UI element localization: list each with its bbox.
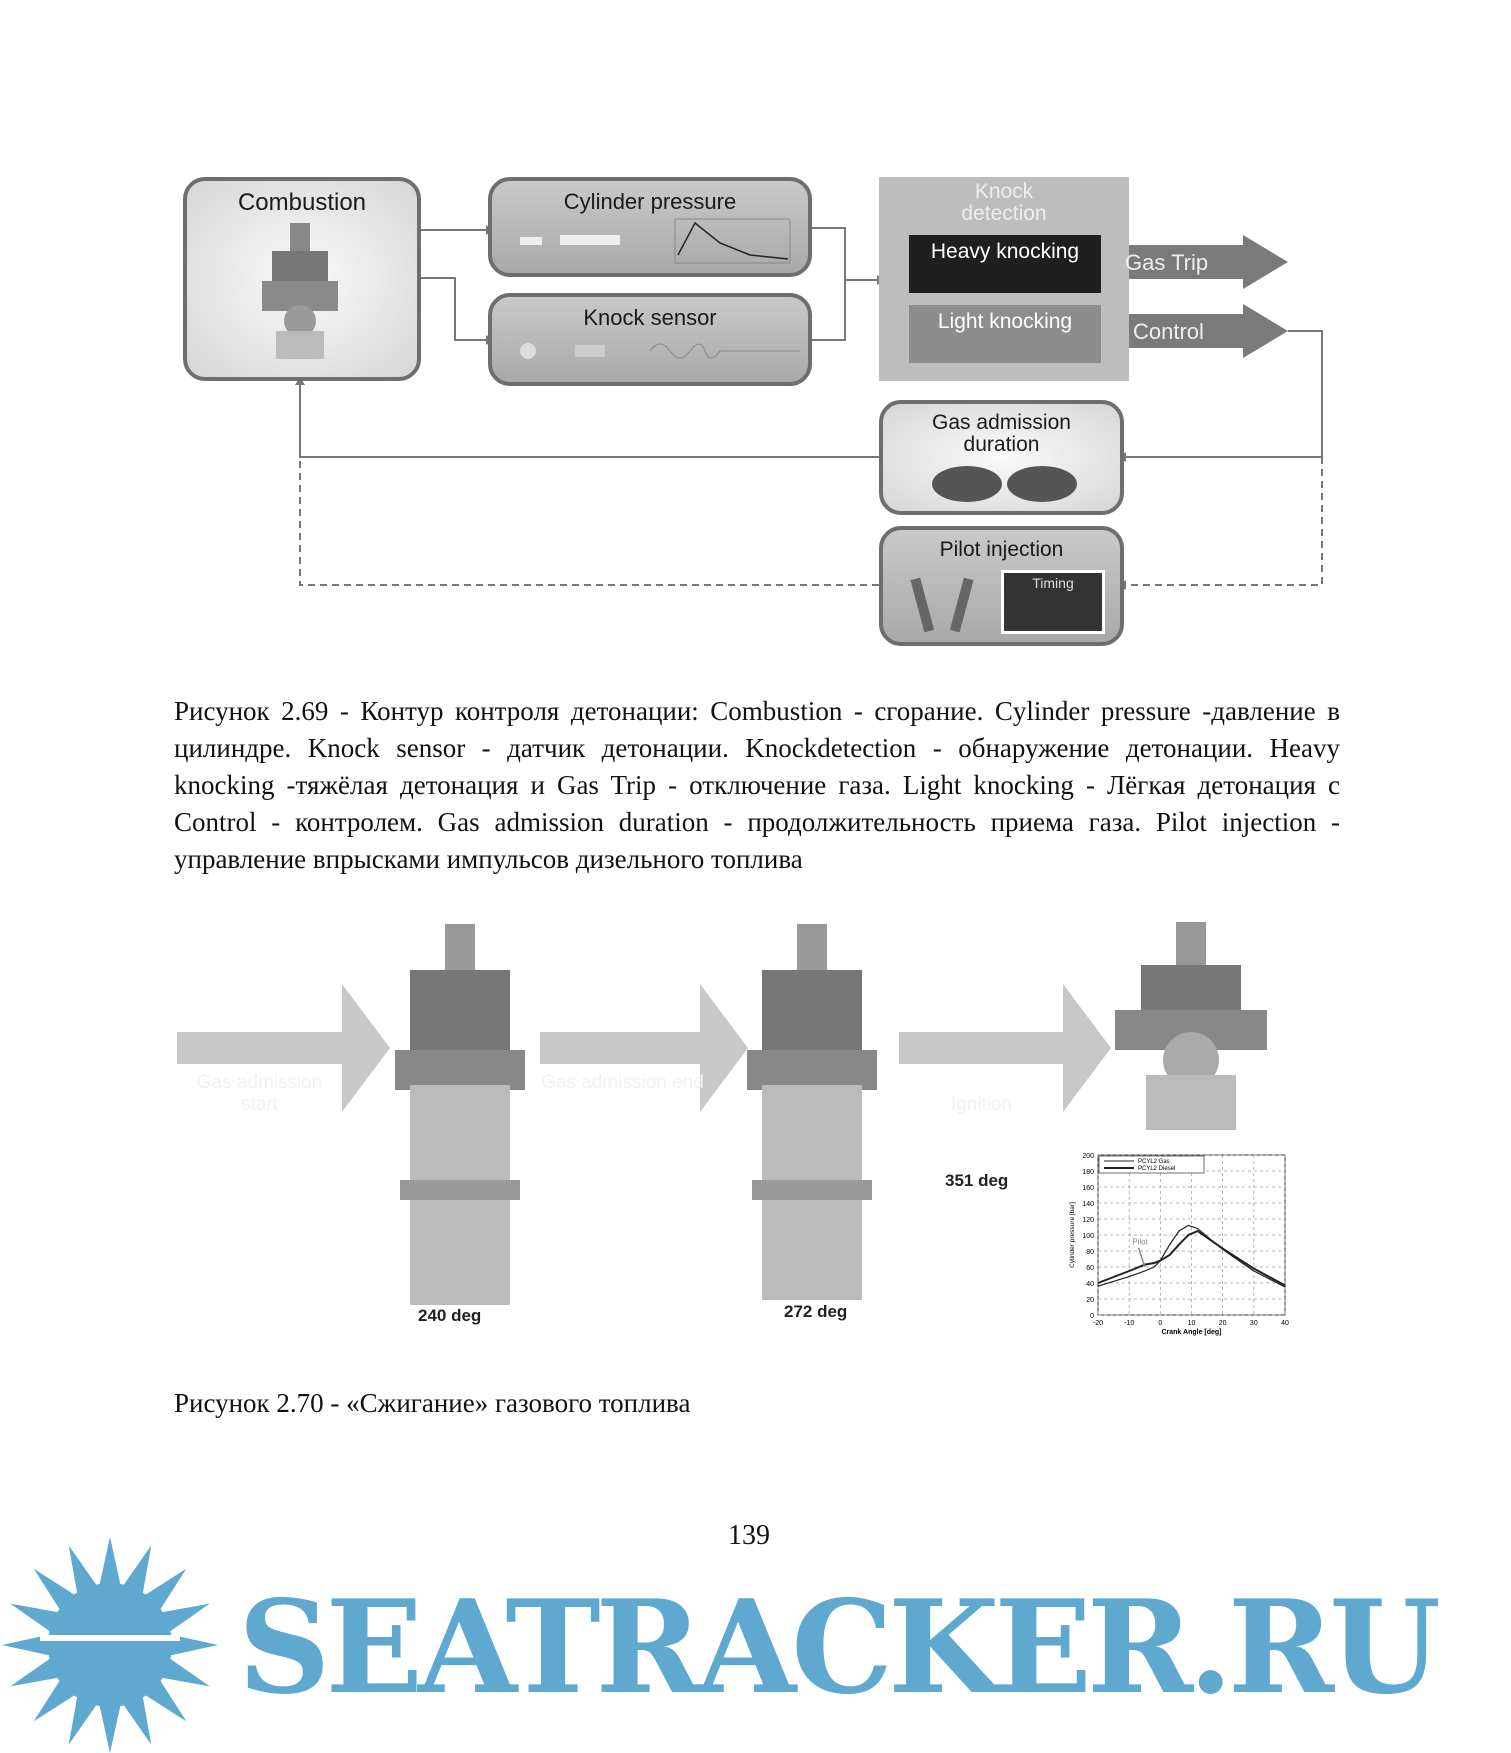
- x-tick-label: -10: [1124, 1320, 1134, 1327]
- y-tick-label: 100: [1082, 1233, 1094, 1240]
- y-tick-label: 80: [1086, 1249, 1094, 1256]
- y-tick-label: 140: [1082, 1201, 1094, 1208]
- y-axis-label: Cylinder pressure [bar]: [1069, 1202, 1076, 1268]
- cylinder-pressure-chart: 0 20 40 60 80 100 120 140 160 180 200 -20 -10 0 10 20 30…: [1069, 1153, 1289, 1336]
- gas-trip-arrow: [1103, 235, 1288, 289]
- x-axis-label: Crank Angle [deg]: [1161, 1329, 1221, 1336]
- arrow-ignition: [899, 984, 1111, 1112]
- deg-240-label: 240 deg: [418, 1306, 482, 1325]
- combustion-box: Combustion: [183, 177, 421, 381]
- pilot-injectors-icon: [910, 577, 974, 633]
- pressure-sensor-graph-icon: [520, 218, 791, 264]
- gas-valves-icon: [931, 466, 1077, 502]
- legend-label: PCYL2 Diesel: [1138, 1166, 1175, 1172]
- arrow2-text: Gas admission end: [541, 1072, 704, 1093]
- timing-label: Timing: [1032, 575, 1074, 591]
- control-label: Control: [1133, 319, 1204, 344]
- y-tick-label: 40: [1086, 1281, 1094, 1288]
- control-arrow: [1103, 304, 1288, 358]
- x-tick-label: 10: [1188, 1320, 1196, 1327]
- watermark: SEATRACKER.RU: [238, 1573, 1441, 1723]
- legend-label: PCYL2 Gas: [1138, 1159, 1170, 1165]
- page-number: 139: [728, 1520, 770, 1551]
- engine-cylinder-351: [1115, 922, 1267, 1130]
- arrow1-text: Gas admission start: [196, 1072, 323, 1115]
- pilot-injection-box: Pilot injection Timing: [879, 526, 1124, 646]
- pilot-injection-label: Pilot injection: [939, 538, 1064, 561]
- x-tick-label: 40: [1281, 1320, 1289, 1327]
- sun-logo-icon: [2, 1537, 218, 1753]
- y-tick-label: 180: [1082, 1169, 1094, 1176]
- timing-panel: Timing: [1001, 570, 1105, 634]
- y-tick-label: 60: [1086, 1265, 1094, 1272]
- knock-sensor-signal-icon: [520, 343, 800, 359]
- figure-2-70-caption: Рисунок 2.70 - «Сжигание» газового топли…: [174, 1388, 691, 1418]
- y-tick-label: 20: [1086, 1297, 1094, 1304]
- arrow-gas-admission-start: [177, 984, 390, 1112]
- arrow-gas-admission-end: [540, 984, 748, 1112]
- knock-detection-panel: Knock detection Heavy knocking Light kno…: [879, 177, 1129, 381]
- engine-cylinder-272: [747, 924, 877, 1300]
- x-tick-label: 20: [1219, 1320, 1227, 1327]
- knock-sensor-box: Knock sensor: [488, 293, 812, 386]
- series-line-diesel: [1097, 1229, 1286, 1287]
- knock-sensor-label: Knock sensor: [583, 305, 717, 330]
- gas-trip-label: Gas Trip: [1125, 250, 1209, 275]
- y-tick-label: 160: [1082, 1185, 1094, 1192]
- y-tick-label: 120: [1082, 1217, 1094, 1224]
- arrow3-text: Ignition: [950, 1094, 1013, 1115]
- gas-admission-box: Gas admission duration: [879, 400, 1124, 515]
- y-tick-label: 200: [1082, 1153, 1094, 1160]
- engine-cylinder-240: [395, 924, 525, 1305]
- x-tick-label: -20: [1093, 1320, 1103, 1327]
- combustion-label: Combustion: [237, 189, 367, 216]
- cylinder-pressure-box: Cylinder pressure: [488, 177, 812, 277]
- deg-351-label: 351 deg: [945, 1171, 1009, 1190]
- light-knocking-box: Light knocking: [909, 305, 1101, 363]
- cylinder-pressure-label: Cylinder pressure: [563, 189, 737, 214]
- y-tick-label: 0: [1090, 1313, 1094, 1320]
- x-tick-label: 30: [1250, 1320, 1258, 1327]
- gas-admission-label: Gas admission duration: [932, 411, 1071, 456]
- heavy-knocking-box: Heavy knocking: [909, 235, 1101, 293]
- x-tick-label: 0: [1158, 1320, 1162, 1327]
- figure-2-69-caption: Рисунок 2.69 - Контур контроля детонации…: [174, 696, 1340, 874]
- pilot-annotation: Pilot: [1132, 1238, 1148, 1247]
- deg-272-label: 272 deg: [784, 1302, 848, 1321]
- engine-cylinder-icon: [262, 223, 338, 359]
- gas-combustion-sequence: [177, 922, 1267, 1305]
- knock-detection-label: Knock detection: [961, 180, 1047, 225]
- diagram-connectors: [295, 225, 1323, 590]
- pilot-arrow: [1137, 1247, 1146, 1268]
